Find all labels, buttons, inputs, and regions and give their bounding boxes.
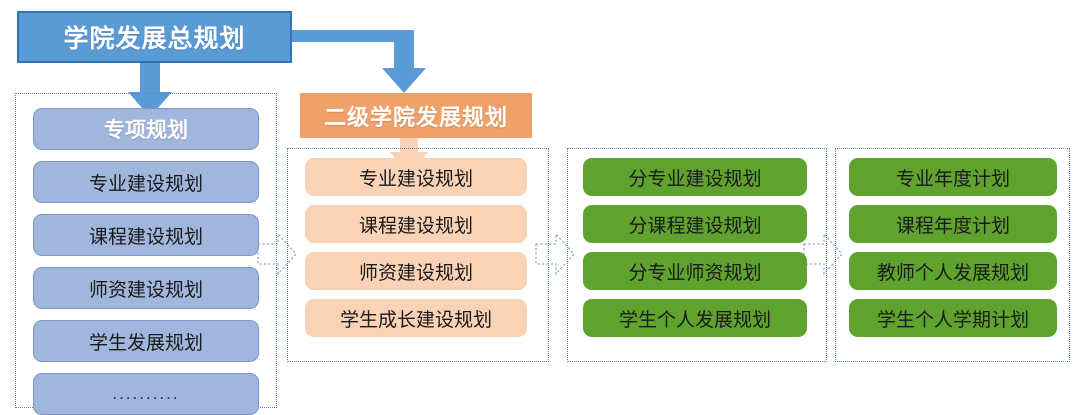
ellipsis-label: .......... xyxy=(112,384,180,403)
list-item[interactable]: 学生个人发展规划 xyxy=(583,299,807,337)
connector-master-to-secondary-icon xyxy=(292,30,426,93)
list-item[interactable]: 分课程建设规划 xyxy=(583,205,807,243)
column-secondary-college-plans: 专业建设规划 课程建设规划 师资建设规划 学生成长建设规划 xyxy=(305,158,527,337)
list-item[interactable]: 师资建设规划 xyxy=(305,252,527,290)
column-annual-plans: 专业年度计划 课程年度计划 教师个人发展规划 学生个人学期计划 xyxy=(849,158,1057,337)
list-item[interactable]: 专项规划 xyxy=(33,108,259,150)
list-item[interactable]: 学生个人学期计划 xyxy=(849,299,1057,337)
group-frame-annual-plans xyxy=(835,148,1070,362)
list-item-ellipsis[interactable]: .......... xyxy=(33,373,259,415)
list-item[interactable]: 专业建设规划 xyxy=(305,158,527,196)
master-plan-box[interactable]: 学院发展总规划 xyxy=(17,11,292,63)
secondary-college-header[interactable]: 二级学院发展规划 xyxy=(300,93,532,138)
list-item[interactable]: 课程年度计划 xyxy=(849,205,1057,243)
list-item[interactable]: 教师个人发展规划 xyxy=(849,252,1057,290)
list-item[interactable]: 分专业师资规划 xyxy=(583,252,807,290)
list-item[interactable]: 课程建设规划 xyxy=(305,205,527,243)
list-item[interactable]: 学生发展规划 xyxy=(33,320,259,362)
group-frame-major-level-plans xyxy=(567,148,827,362)
column-special-plans: 专项规划 专业建设规划 课程建设规划 师资建设规划 学生发展规划 .......… xyxy=(33,108,259,415)
list-item[interactable]: 专业建设规划 xyxy=(33,161,259,203)
column-major-level-plans: 分专业建设规划 分课程建设规划 分专业师资规划 学生个人发展规划 xyxy=(583,158,807,337)
list-item[interactable]: 分专业建设规划 xyxy=(583,158,807,196)
list-item[interactable]: 学生成长建设规划 xyxy=(305,299,527,337)
list-item[interactable]: 专业年度计划 xyxy=(849,158,1057,196)
list-item[interactable]: 师资建设规划 xyxy=(33,267,259,309)
group-frame-secondary-college-plans xyxy=(287,148,549,362)
list-item[interactable]: 课程建设规划 xyxy=(33,214,259,256)
